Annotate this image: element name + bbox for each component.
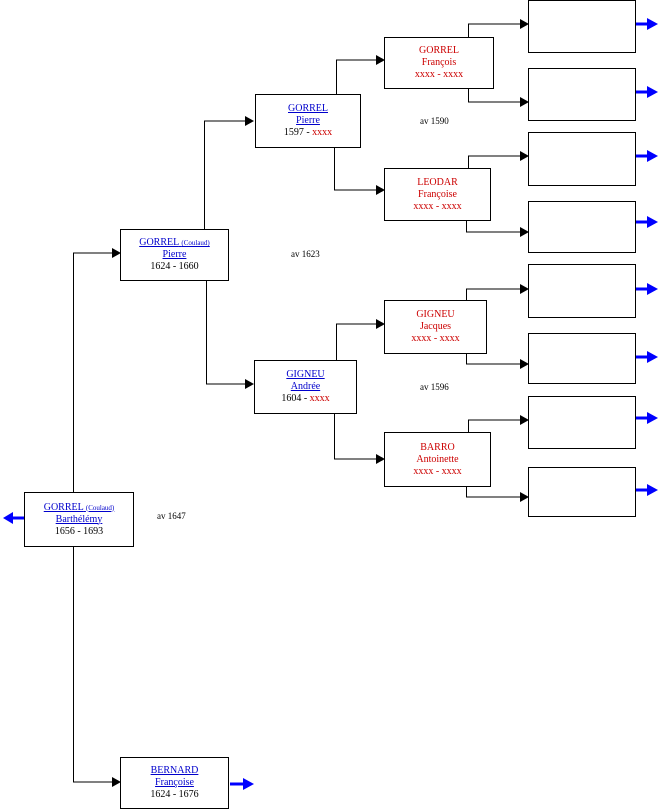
empty-ancestor-box-8[interactable] xyxy=(528,467,636,517)
arrowhead-mother xyxy=(112,777,121,787)
ggm1-given: Françoise xyxy=(418,188,457,200)
pgm-surname-link[interactable]: GIGNEU xyxy=(286,369,325,380)
empty-ancestor-box-3[interactable] xyxy=(528,132,636,186)
person-ggf2: GIGNEU Jacques xxxx - xxxx xyxy=(384,300,487,354)
ggm2-given: Antoinette xyxy=(416,453,459,465)
nav-arrow-right-4 xyxy=(636,216,658,228)
nav-arrow-right-1 xyxy=(636,18,658,30)
nav-arrow-right-7 xyxy=(636,412,658,424)
root-given-link[interactable]: Barthélémy xyxy=(55,513,103,525)
father-given-link[interactable]: Pierre xyxy=(162,249,187,260)
union-root: av 1647 xyxy=(157,511,186,521)
connector-ggm2-down xyxy=(466,486,520,498)
connector-pgf-ggm1 xyxy=(334,148,376,191)
connector-root-father xyxy=(73,252,112,492)
person-paternal-grandfather: GORREL Pierre 1597 - xxxx xyxy=(255,94,361,148)
arrowhead-empty-2 xyxy=(520,97,529,107)
father-surname-link[interactable]: GORREL (Coulaud) xyxy=(139,237,210,248)
mother-given-link[interactable]: Françoise xyxy=(155,777,194,788)
mother-dates: 1624 - 1676 xyxy=(150,789,199,800)
nav-arrow-right-mother xyxy=(230,778,254,790)
arrowhead-empty-7 xyxy=(520,415,529,425)
person-paternal-grandmother: GIGNEU Andrée 1604 - xxxx xyxy=(254,360,357,414)
nav-arrow-right-5 xyxy=(636,283,658,295)
ggf1-surname: GORREL xyxy=(419,45,459,56)
connector-root-mother xyxy=(73,546,112,783)
connector-ggm1-down xyxy=(466,220,520,233)
root-surname-link[interactable]: GORREL (Coulaud) xyxy=(43,501,115,513)
arrowhead-ggf1 xyxy=(376,55,385,65)
nav-arrow-right-8 xyxy=(636,484,658,496)
empty-ancestor-box-7[interactable] xyxy=(528,396,636,449)
nav-arrow-right-3 xyxy=(636,150,658,162)
arrowhead-empty-8 xyxy=(520,492,529,502)
person-root: GORREL (Coulaud) Barthélémy 1656 - 1693 xyxy=(24,492,134,547)
mother-surname-link[interactable]: BERNARD xyxy=(150,765,199,776)
union-pgf: av 1590 xyxy=(420,116,449,126)
empty-ancestor-box-6[interactable] xyxy=(528,333,636,384)
pgf-surname-link[interactable]: GORREL xyxy=(288,103,328,114)
person-ggm2: BARRO Antoinette xxxx - xxxx xyxy=(384,432,491,487)
arrowhead-empty-1 xyxy=(520,19,529,29)
arrowhead-empty-6 xyxy=(520,359,529,369)
person-mother: BERNARD Françoise 1624 - 1676 xyxy=(120,757,229,809)
empty-ancestor-box-5[interactable] xyxy=(528,264,636,318)
arrowhead-empty-5 xyxy=(520,284,529,294)
arrowhead-empty-3 xyxy=(520,151,529,161)
ggf2-given: Jacques xyxy=(419,321,452,332)
nav-arrow-right-6 xyxy=(636,351,658,363)
person-ggf1: GORREL François xxxx - xxxx xyxy=(384,37,494,89)
connector-ggf1-up xyxy=(468,23,520,37)
ggm1-dates: xxxx - xxxx xyxy=(413,200,462,212)
ggm2-surname: BARRO xyxy=(420,441,455,453)
person-ggm1: LEODAR Françoise xxxx - xxxx xyxy=(384,168,491,221)
arrowhead-ggf2 xyxy=(376,319,385,329)
empty-ancestor-box-1[interactable] xyxy=(528,0,636,53)
connector-ggf2-up xyxy=(466,288,520,300)
pgm-given-link[interactable]: Andrée xyxy=(290,381,321,392)
nav-arrow-left-root xyxy=(3,512,24,524)
ggm1-surname: LEODAR xyxy=(417,176,458,188)
union-pgm: av 1596 xyxy=(420,382,449,392)
empty-ancestor-box-4[interactable] xyxy=(528,201,636,253)
father-dates: 1624 - 1660 xyxy=(150,261,199,272)
arrowhead-ggm1 xyxy=(376,185,385,195)
ggf1-dates: xxxx - xxxx xyxy=(414,69,464,80)
connector-father-pgm xyxy=(206,281,245,385)
union-parents: av 1623 xyxy=(291,249,320,259)
nav-arrow-right-2 xyxy=(636,86,658,98)
ggf2-dates: xxxx - xxxx xyxy=(411,333,460,344)
root-dates: 1656 - 1693 xyxy=(54,525,104,537)
arrowhead-ggm2 xyxy=(376,454,385,464)
connector-ggf2-down xyxy=(466,353,520,365)
connector-father-pgf xyxy=(204,120,245,229)
ggm2-dates: xxxx - xxxx xyxy=(413,465,462,477)
connector-ggm1-up xyxy=(468,155,520,168)
connector-pgf-ggf1 xyxy=(336,59,376,94)
arrowhead-pgf xyxy=(245,116,254,126)
ggf2-surname: GIGNEU xyxy=(416,309,455,320)
arrowhead-empty-4 xyxy=(520,227,529,237)
empty-ancestor-box-2[interactable] xyxy=(528,68,636,121)
connector-ggf1-down xyxy=(468,88,520,103)
ggf1-given: François xyxy=(421,57,457,68)
pgf-dates: 1597 - xxxx xyxy=(283,127,333,138)
connector-pgm-ggf2 xyxy=(336,323,376,360)
connector-ggm2-up xyxy=(468,419,520,432)
arrowhead-father xyxy=(112,248,121,258)
pgf-given-link[interactable]: Pierre xyxy=(296,115,320,126)
pgm-dates: 1604 - xxxx xyxy=(281,393,330,404)
connector-pgm-ggm2 xyxy=(334,414,376,460)
person-father: GORREL (Coulaud) Pierre 1624 - 1660 xyxy=(120,229,229,281)
arrowhead-pgm xyxy=(245,379,254,389)
